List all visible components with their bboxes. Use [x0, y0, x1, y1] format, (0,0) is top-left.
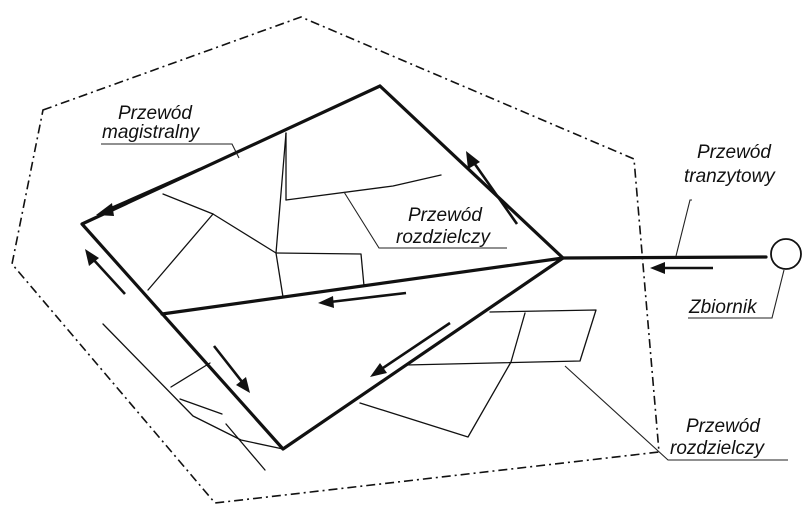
distribution-pipe-right-2 — [359, 312, 526, 438]
label-magistralny-line2: magistralny — [102, 122, 201, 143]
label-rozdzielczy-upper-line2: rozdzielczy — [396, 227, 491, 248]
distribution-pipe-upper-2 — [147, 213, 214, 291]
transit-pipe — [561, 255, 768, 260]
label-zbiornik: Zbiornik — [688, 297, 758, 318]
distribution-pipe-left-2 — [170, 362, 211, 388]
label-magistralny-line1: Przewód — [118, 103, 193, 124]
distribution-pipe-left-1 — [102, 323, 284, 450]
leader-magistralny — [101, 143, 240, 159]
flow-arrow-top-right — [466, 151, 519, 225]
service-area-boundary — [11, 16, 660, 504]
distribution-pipe-upper-3 — [275, 132, 287, 254]
tank-icon — [770, 238, 802, 270]
label-tranzytowy-line2: tranzytowy — [684, 166, 776, 187]
distribution-pipe-right-1 — [405, 309, 597, 366]
distribution-pipe-upper-5 — [275, 252, 365, 287]
distribution-pipe-left-4 — [179, 398, 223, 415]
label-rozdzielczy-lower-line1: Przewód — [686, 416, 761, 437]
distribution-pipe-upper-1 — [162, 193, 284, 298]
flow-arrow-cross — [318, 291, 407, 308]
leader-rozdzielczy-lower — [564, 365, 788, 461]
flow-arrow-magistralny — [96, 167, 201, 216]
label-tranzytowy-line1: Przewód — [697, 142, 772, 163]
flow-arrow-bottom-right — [370, 321, 451, 377]
flow-arrow-left-side — [85, 249, 126, 295]
label-rozdzielczy-upper-line1: Przewód — [408, 205, 483, 226]
distribution-pipe-left-3 — [225, 423, 266, 471]
flow-arrow-transit — [650, 262, 713, 274]
trunk-pipe-cross — [160, 256, 565, 316]
label-rozdzielczy-lower-line2: rozdzielczy — [670, 438, 765, 459]
leader-rozdzielczy-upper — [343, 191, 507, 249]
leader-tranzytowy — [675, 199, 692, 257]
leader-zbiornik — [688, 269, 785, 319]
distribution-pipe-upper-4 — [285, 174, 442, 201]
flow-arrow-bottom-left — [212, 345, 250, 393]
